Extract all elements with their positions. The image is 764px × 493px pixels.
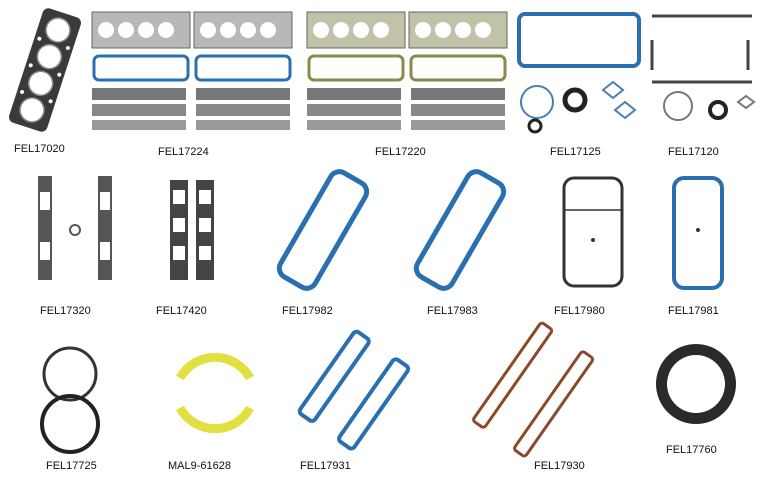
- part-fel17983[interactable]: FEL17983: [405, 169, 515, 320]
- oil-pan-gasket-image: [672, 176, 724, 290]
- part-fel17220[interactable]: FEL17220: [305, 10, 515, 170]
- valve-cover-gasket-image: [297, 329, 411, 451]
- part-fel17760[interactable]: FEL17760: [650, 338, 750, 488]
- gasket-set-image: [91, 11, 293, 130]
- part-fel17931[interactable]: FEL17931: [288, 329, 428, 488]
- part-number-label: FEL17320: [40, 305, 91, 317]
- part-number-label: FEL17931: [300, 460, 351, 472]
- valve-cover-gasket-image: [413, 169, 507, 291]
- part-number-label: FEL17930: [534, 460, 585, 472]
- oil-pan-gasket-image: [650, 14, 756, 121]
- part-number-label: FEL17981: [668, 305, 719, 317]
- part-number-label: FEL17120: [668, 146, 719, 158]
- part-number-label: MAL9-61628: [168, 460, 231, 472]
- oil-pan-gasket-image: [517, 12, 641, 134]
- part-number-label: FEL17983: [427, 305, 478, 317]
- valve-cover-gasket-image: [472, 321, 595, 458]
- part-number-label: FEL17980: [554, 305, 605, 317]
- part-number-label: FEL17020: [14, 143, 65, 155]
- part-fel17982[interactable]: FEL17982: [268, 169, 378, 320]
- valve-cover-gasket-image: [276, 169, 370, 291]
- part-fel17930[interactable]: FEL17930: [458, 321, 618, 488]
- part-fel17224[interactable]: FEL17224: [86, 10, 296, 170]
- rear-main-seal-image: [656, 344, 736, 424]
- part-number-label: FEL17420: [156, 305, 207, 317]
- head-gasket-image: [8, 8, 82, 132]
- part-number-label: FEL17982: [282, 305, 333, 317]
- part-fel17420[interactable]: FEL17420: [150, 170, 240, 320]
- part-fel17320[interactable]: FEL17320: [30, 170, 120, 320]
- part-number-label: FEL17125: [550, 146, 601, 158]
- timing-cover-gasket-image: [40, 346, 100, 454]
- part-fel17120[interactable]: FEL17120: [648, 10, 764, 170]
- part-number-label: FEL17224: [158, 146, 209, 158]
- oil-pan-gasket-image: [562, 176, 624, 288]
- seal-halves-image: [176, 352, 254, 434]
- part-number-label: FEL17760: [666, 444, 717, 456]
- part-fel17020[interactable]: FEL17020: [0, 0, 90, 170]
- part-number-label: FEL17725: [46, 460, 97, 472]
- exhaust-gasket-image: [170, 180, 214, 280]
- part-fel17980[interactable]: FEL17980: [550, 170, 640, 320]
- part-fel17725[interactable]: FEL17725: [20, 338, 130, 488]
- part-fel17981[interactable]: FEL17981: [660, 170, 750, 320]
- part-number-label: FEL17220: [375, 146, 426, 158]
- part-fel17125[interactable]: FEL17125: [515, 10, 645, 170]
- gasket-set-image: [306, 11, 508, 130]
- intake-gasket-image: [38, 176, 112, 280]
- part-mal9-61628[interactable]: MAL9-61628: [160, 338, 270, 488]
